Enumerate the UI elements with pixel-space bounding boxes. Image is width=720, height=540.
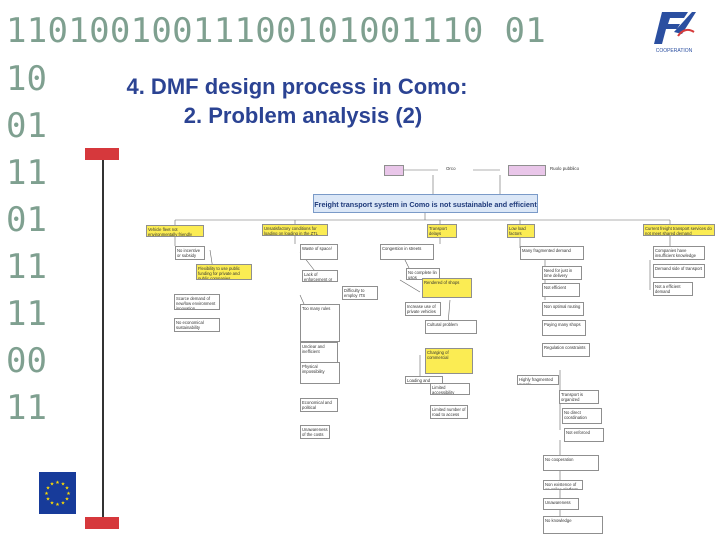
- diagram-node: Limited accessibility: [430, 383, 470, 395]
- diagram-node: Cultural problem: [425, 320, 477, 334]
- binary-line: 11: [6, 153, 47, 193]
- timeline-top-marker: [85, 148, 119, 160]
- slide-title: 4. DMF design process in Como: 2. Proble…: [62, 72, 532, 130]
- branch-box-3: Transport delays: [427, 224, 457, 238]
- eu-star-icon: ★: [50, 501, 55, 507]
- diagram-node: Non existence of an online platform: [543, 480, 583, 490]
- diagram-node: No incentive or subsidy: [175, 246, 205, 260]
- diagram-node: Highly fragmented supply: [517, 375, 559, 385]
- diagram-node: Economical and political: [300, 398, 338, 412]
- branch-box-5: Current freight transport services do no…: [643, 224, 715, 236]
- binary-line: 11: [6, 247, 47, 287]
- diagram-node: Non optimal routing: [542, 302, 584, 316]
- diagram-node: Need for just in time delivery: [542, 266, 582, 280]
- diagram-node: Difficulty to employ ITS: [342, 286, 378, 300]
- diagram-node: Unawareness of the costs: [300, 425, 330, 439]
- binary-line: 11: [6, 294, 47, 334]
- stakeholder-box-1: [384, 165, 404, 176]
- eu-star-icon: ★: [46, 486, 51, 492]
- diagram-node: Unclear and inefficient: [300, 342, 338, 364]
- branch-box-2: Unsatisfactory conditions for loading on…: [262, 224, 328, 236]
- eu-star-icon: ★: [65, 486, 70, 492]
- eu-star-icon: ★: [50, 481, 55, 487]
- diagram-node: Too many rules: [300, 304, 340, 342]
- eu-star-icon: ★: [55, 502, 60, 508]
- eu-star-icon: ★: [65, 497, 70, 503]
- diagram-node: Not a efficient demand: [653, 282, 693, 296]
- diagram-node: Charging of commercial: [425, 348, 473, 374]
- title-line-2: 2. Problem analysis (2): [183, 103, 423, 128]
- diagram-node: No direct coordination: [562, 408, 602, 424]
- fp7-logo: COOPERATION: [648, 8, 700, 54]
- binary-line: 10: [6, 59, 47, 99]
- binary-line: 11: [6, 388, 47, 428]
- eu-star-icon: ★: [44, 491, 49, 497]
- diagram-root-problem: Freight transport system in Como is not …: [313, 194, 538, 213]
- binary-line: 00: [6, 341, 47, 381]
- diagram-node: Limited number of road to access: [430, 405, 468, 419]
- eu-star-icon: ★: [61, 501, 66, 507]
- diagram-node: Lack of enforcement or sanctions: [302, 270, 338, 282]
- diagram-node: Paying many shops: [542, 320, 586, 336]
- diagram-node: Scarce demand of new/low environment inn…: [174, 294, 220, 310]
- eu-star-icon: ★: [61, 481, 66, 487]
- diagram-node: Demand side of transport: [653, 264, 705, 278]
- diagram-node: No economical sustainability: [174, 318, 220, 332]
- diagram-node: No knowledge: [543, 516, 603, 534]
- stakeholder-box-2: [508, 165, 546, 176]
- stakeholder-label-1: Orco: [446, 166, 456, 171]
- diagram-node: Congestion in streets: [380, 244, 434, 260]
- diagram-node: Rendered of shops: [422, 278, 472, 298]
- diagram-node: No cooperation: [543, 455, 599, 471]
- eu-star-icon: ★: [46, 497, 51, 503]
- diagram-node: Not enforced: [564, 428, 604, 442]
- binary-line: 01: [6, 106, 47, 146]
- diagram-node: Not efficient: [542, 283, 580, 297]
- binary-line: 01: [6, 200, 47, 240]
- binary-top-row: 11010010011100101001110 01: [6, 11, 547, 51]
- diagram-node: Loading and unloading: [405, 376, 443, 384]
- diagram-node: Many fragmented demand: [520, 246, 584, 260]
- timeline-bottom-marker: [85, 517, 119, 529]
- diagram-node: Increase use of private vehicles: [405, 302, 441, 316]
- branch-box-1: Vehicle fleet not environmentally friend…: [146, 225, 204, 237]
- diagram-node: Flexibility to use public funding for pr…: [196, 264, 252, 280]
- diagram-node: Physical impossibility: [300, 362, 340, 384]
- diagram-node: Unawareness: [543, 498, 579, 510]
- eu-star-icon: ★: [55, 480, 60, 486]
- stakeholder-label-2: Ruolo pubblico: [550, 166, 580, 171]
- diagram-node: Regulation constraints: [542, 343, 590, 357]
- title-line-1: 4. DMF design process in Como:: [126, 74, 468, 99]
- diagram-node: Companies have insufficient knowledge: [653, 246, 705, 260]
- diagram-node: Transport is organized: [559, 390, 599, 404]
- eu-star-icon: ★: [66, 491, 71, 497]
- eu-flag: ★★★★★★★★★★★★: [39, 472, 76, 514]
- diagram-node: Waste of space/: [300, 244, 338, 260]
- logo-caption: COOPERATION: [656, 48, 693, 54]
- timeline-line: [102, 160, 104, 520]
- branch-box-4: Low load factors: [507, 224, 535, 238]
